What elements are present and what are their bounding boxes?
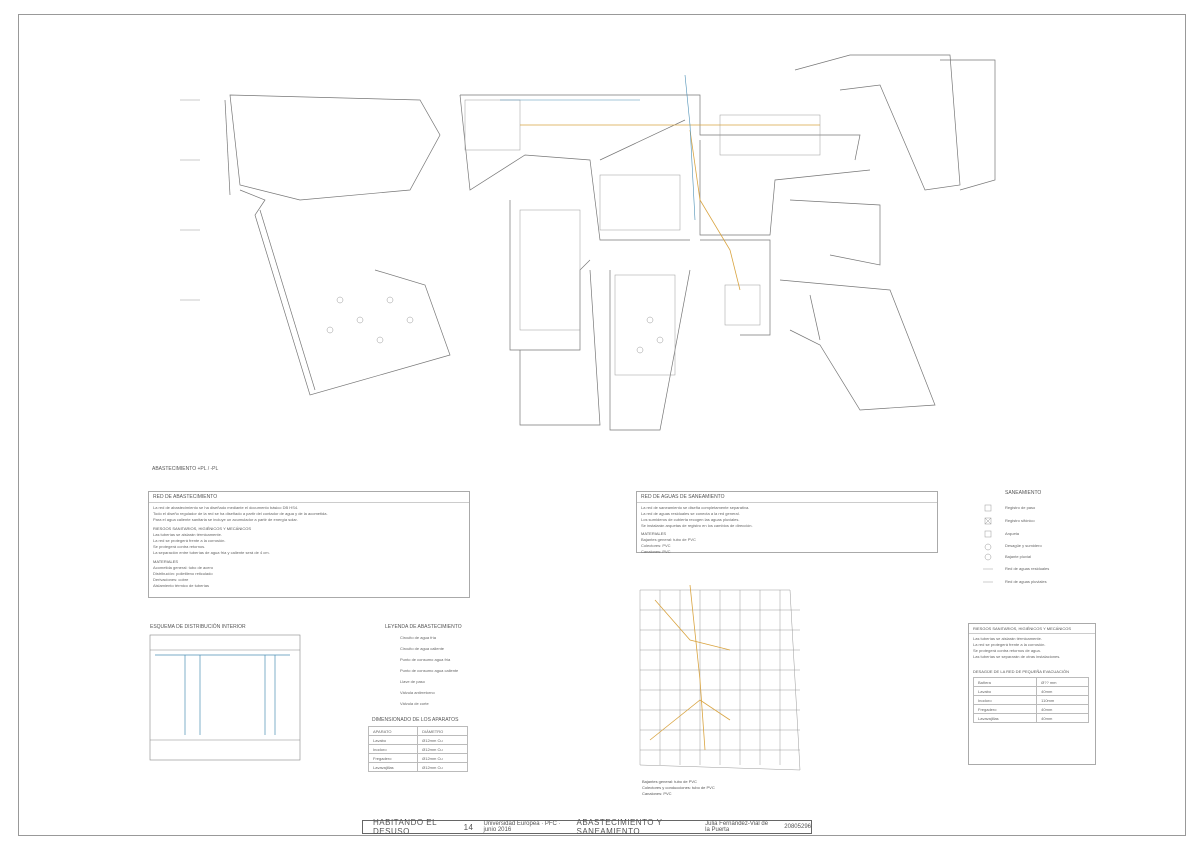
detail-note-1: Bajantes general: tubo de PVC (642, 779, 697, 784)
university-info: Universidad Europea · PFC · junio 2016 (483, 821, 561, 833)
detail-note-2: Colectores y conducciones: tubo de PVC (642, 785, 715, 790)
supply-notes-box: RED DE ABASTECIMIENTO La red de abasteci… (148, 491, 470, 598)
legend-item: Circuito de agua caliente (400, 646, 445, 651)
legend-item: Válvula de corte (400, 701, 429, 706)
legend-item: Arqueta (1005, 531, 1020, 536)
sheet-title: ABASTECIMIENTO Y SANEAMIENTO (576, 818, 663, 836)
title-block: HABITANDO EL DESUSO 14 Universidad Europ… (362, 818, 812, 836)
legend-item: Punto de consumo agua caliente (400, 668, 459, 673)
drain-table-title: DESAGÜE DE LA RED DE PEQUEÑA EVACUACIÓN (973, 669, 1069, 674)
legend-item: Llave de paso (400, 679, 425, 684)
supply-notes-body: La red de abastecimiento se ha diseñado … (153, 505, 328, 588)
drawing-sheet (18, 14, 1186, 836)
legend-item: Red de aguas residuales (1005, 566, 1050, 571)
author-name: Julia Fernández-Vial de la Puerta (705, 821, 769, 833)
risks-notes-title: RIESGOS SANITARIOS, HIGIÉNICOS Y MECÁNIC… (969, 624, 1095, 634)
legend-item: Red de aguas pluviales (1005, 579, 1047, 584)
legend-item: Desagüe y sumidero (1005, 543, 1042, 548)
risks-notes-body: Las tuberías se aislarán térmicamente.La… (973, 636, 1061, 659)
legend-item: Circuito de agua fría (400, 635, 437, 640)
section-label: ESQUEMA DE DISTRIBUCIÓN INTERIOR (150, 624, 246, 630)
legend-item: Bajante pluvial (1005, 554, 1032, 559)
supply-legend-title: LEYENDA DE ABASTECIMIENTO (385, 624, 462, 630)
student-code: 20805296 (784, 824, 811, 830)
legend-item: Punto de consumo agua fría (400, 657, 451, 662)
drainage-notes-title: RED DE AGUAS DE SANEAMIENTO (637, 492, 937, 503)
drainage-notes-box: RED DE AGUAS DE SANEAMIENTO La red de sa… (636, 491, 938, 554)
fixture-table-title: DIMENSIONADO DE LOS APARATOS (372, 717, 459, 723)
drainage-legend-title: SANEAMIENTO (1005, 490, 1042, 496)
plan-label: ABASTECIMIENTO +PL / -PL (152, 466, 219, 472)
legend-item: Registro sifónico (1005, 518, 1035, 523)
sheet-number: 14 (463, 822, 474, 832)
legend-item: Válvula antirretorno (400, 690, 435, 695)
drainage-notes-body: La red de saneamiento se diseña completa… (641, 505, 753, 554)
detail-note-3: Canalones: PVC (642, 791, 672, 796)
project-title: HABITANDO EL DESUSO (373, 818, 437, 836)
risks-notes-box: RIESGOS SANITARIOS, HIGIÉNICOS Y MECÁNIC… (968, 623, 1096, 765)
legend-item: Registro de paso (1005, 505, 1036, 510)
supply-notes-title: RED DE ABASTECIMIENTO (149, 492, 469, 503)
